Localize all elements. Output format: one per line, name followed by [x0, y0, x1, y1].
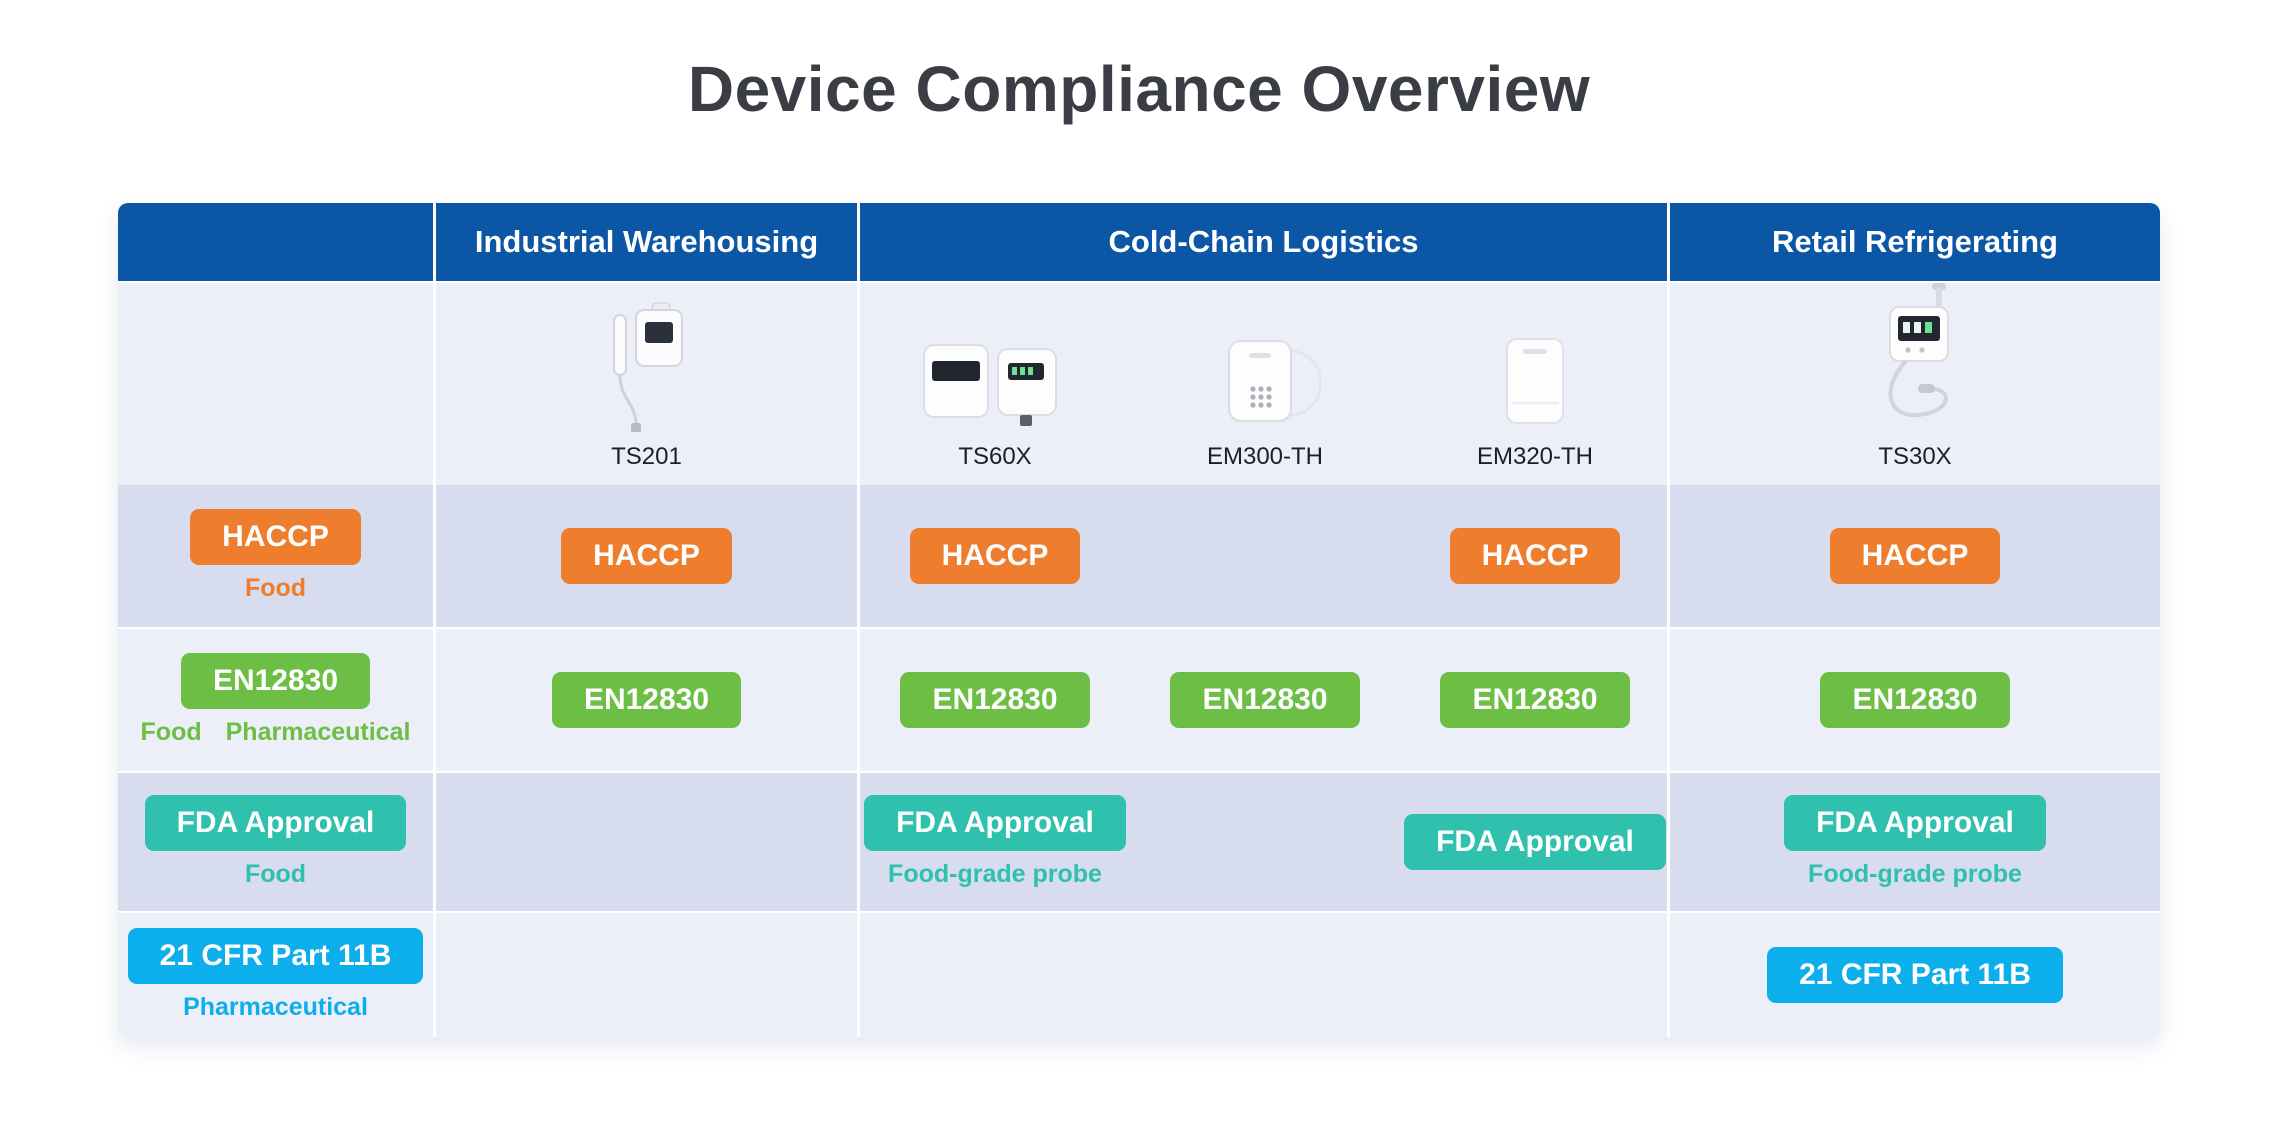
fda-approval-badge: FDA Approval [1404, 814, 1666, 870]
fda-cell-ts201-empty [436, 773, 860, 911]
cfr-scope-label: Pharmaceutical [183, 993, 368, 1021]
device-cell-ts201: TS201 [436, 283, 860, 487]
fda-approval-badge: FDA Approval [1784, 795, 2046, 851]
device-ts60x-image [923, 344, 1057, 426]
header-label-cold-chain: Cold-Chain Logistics [1108, 224, 1419, 259]
en12830-cold-chain-group: EN12830 EN12830 EN12830 [860, 629, 1670, 771]
en12830-row: EN12830 Food Pharmaceutical EN12830 EN12… [118, 627, 2160, 771]
device-label-ts201: TS201 [611, 443, 682, 470]
fda-cold-chain-group: FDA Approval Food-grade probe FDA Approv… [860, 773, 1670, 911]
en12830-badge: EN12830 [1170, 672, 1360, 728]
fda-row-header-stack: FDA Approval Food [144, 795, 407, 889]
device-em300-image [1228, 340, 1321, 422]
device-em320-image [1506, 338, 1564, 424]
header-cell-retail: Retail Refrigerating [1670, 203, 2160, 281]
device-cell-em300: EM300-TH [1130, 283, 1400, 487]
header-label-industrial: Industrial Warehousing [474, 224, 819, 259]
device-ts201-image [612, 302, 683, 432]
cfr-cell-ts60x-empty [860, 913, 1130, 1037]
fda-approval-badge: FDA Approval [144, 795, 407, 851]
page-title: Device Compliance Overview [687, 53, 1591, 125]
haccp-cell-ts60x: HACCP [860, 485, 1130, 627]
cfr-cold-chain-group [860, 913, 1670, 1037]
header-cell-industrial: Industrial Warehousing [436, 203, 860, 281]
en12830-scope-pharmaceutical: Pharmaceutical [225, 718, 411, 746]
haccp-cell-ts201: HACCP [436, 485, 860, 627]
haccp-row: HACCP Food HACCP HACCP HACCP [118, 483, 2160, 627]
en12830-badge: EN12830 [1440, 672, 1630, 728]
en12830-cell-ts60x: EN12830 [860, 629, 1130, 771]
haccp-badge: HACCP [561, 528, 732, 584]
haccp-badge: HACCP [1829, 528, 2001, 584]
device-cell-ts30x: TS30X [1670, 283, 2160, 487]
fda-cell-ts30x: FDA Approval Food-grade probe [1670, 773, 2160, 911]
cfr-row-header-stack: 21 CFR Part 11B Pharmaceutical [127, 928, 424, 1022]
device-label-em320: EM320-TH [1476, 443, 1594, 470]
en12830-row-header-cell: EN12830 Food Pharmaceutical [118, 629, 436, 771]
fda-cell-em300-empty [1130, 773, 1400, 911]
fda-row: FDA Approval Food FDA Approval Food-grad… [118, 771, 2160, 911]
fda-row-header-cell: FDA Approval Food [118, 773, 436, 911]
haccp-row-header-stack: HACCP Food [190, 509, 361, 603]
cfr-part11b-badge: 21 CFR Part 11B [127, 928, 424, 984]
device-label-ts30x: TS30X [1878, 443, 1952, 470]
devices-cell-blank [118, 283, 436, 487]
device-cell-em320: EM320-TH [1400, 283, 1670, 487]
cfr-cell-ts201-empty [436, 913, 860, 1037]
cfr-part11b-badge: 21 CFR Part 11B [1767, 947, 2063, 1003]
haccp-cell-em300-empty [1130, 485, 1400, 627]
en12830-badge: EN12830 [551, 672, 742, 728]
cfr-cell-em300-empty [1130, 913, 1400, 1037]
en12830-badge: EN12830 [180, 653, 371, 709]
page: Device Compliance Overview Industrial Wa… [0, 0, 2278, 1037]
device-cell-ts60x: TS60X [860, 283, 1130, 487]
en12830-cell-em320: EN12830 [1400, 629, 1670, 771]
en12830-row-header-stack: EN12830 Food Pharmaceutical [141, 653, 411, 747]
device-ts30x-image [1888, 283, 1949, 418]
header-label-retail: Retail Refrigerating [1772, 224, 2058, 259]
haccp-badge: HACCP [909, 528, 1081, 584]
en12830-badge: EN12830 [1820, 672, 2010, 728]
fda-scope-label: Food [244, 860, 307, 888]
cfr-row: 21 CFR Part 11B Pharmaceutical 21 CFR Pa… [118, 911, 2160, 1037]
compliance-table: Industrial Warehousing Cold-Chain Logist… [118, 203, 2160, 1037]
cfr-row-header-cell: 21 CFR Part 11B Pharmaceutical [118, 913, 436, 1037]
cfr-cell-ts30x: 21 CFR Part 11B [1670, 913, 2160, 1037]
en12830-scope-labels: Food Pharmaceutical [141, 718, 411, 747]
fda-cell-em320: FDA Approval [1400, 773, 1670, 911]
fda-cell-ts60x: FDA Approval Food-grade probe [860, 773, 1130, 911]
devices-cold-chain-subgrid: TS60X EM300-TH [860, 283, 1667, 487]
haccp-badge: HACCP [1449, 528, 1621, 584]
haccp-cold-chain-group: HACCP HACCP [860, 485, 1670, 627]
haccp-cell-em320: HACCP [1400, 485, 1670, 627]
haccp-scope-label: Food [244, 574, 307, 602]
cfr-cell-em320-empty [1400, 913, 1670, 1037]
en12830-cell-ts201: EN12830 [436, 629, 860, 771]
en12830-badge: EN12830 [900, 672, 1090, 728]
haccp-row-header-cell: HACCP Food [118, 485, 436, 627]
devices-cold-chain-group: TS60X EM300-TH [860, 283, 1670, 487]
haccp-cell-ts30x: HACCP [1670, 485, 2160, 627]
fda-food-grade-probe-label: Food-grade probe [1808, 860, 2022, 888]
en12830-cell-ts30x: EN12830 [1670, 629, 2160, 771]
en12830-cell-em300: EN12830 [1130, 629, 1400, 771]
devices-row: TS201 T [118, 281, 2160, 487]
header-row: Industrial Warehousing Cold-Chain Logist… [118, 203, 2160, 281]
header-cell-blank [118, 203, 436, 281]
device-label-em300: EM300-TH [1206, 443, 1324, 470]
haccp-badge: HACCP [190, 509, 361, 565]
header-cell-cold-chain: Cold-Chain Logistics [860, 203, 1670, 281]
fda-food-grade-probe-label: Food-grade probe [888, 860, 1102, 888]
en12830-scope-food: Food [140, 718, 202, 746]
device-label-ts60x: TS60X [958, 443, 1032, 470]
fda-approval-badge: FDA Approval [864, 795, 1126, 851]
